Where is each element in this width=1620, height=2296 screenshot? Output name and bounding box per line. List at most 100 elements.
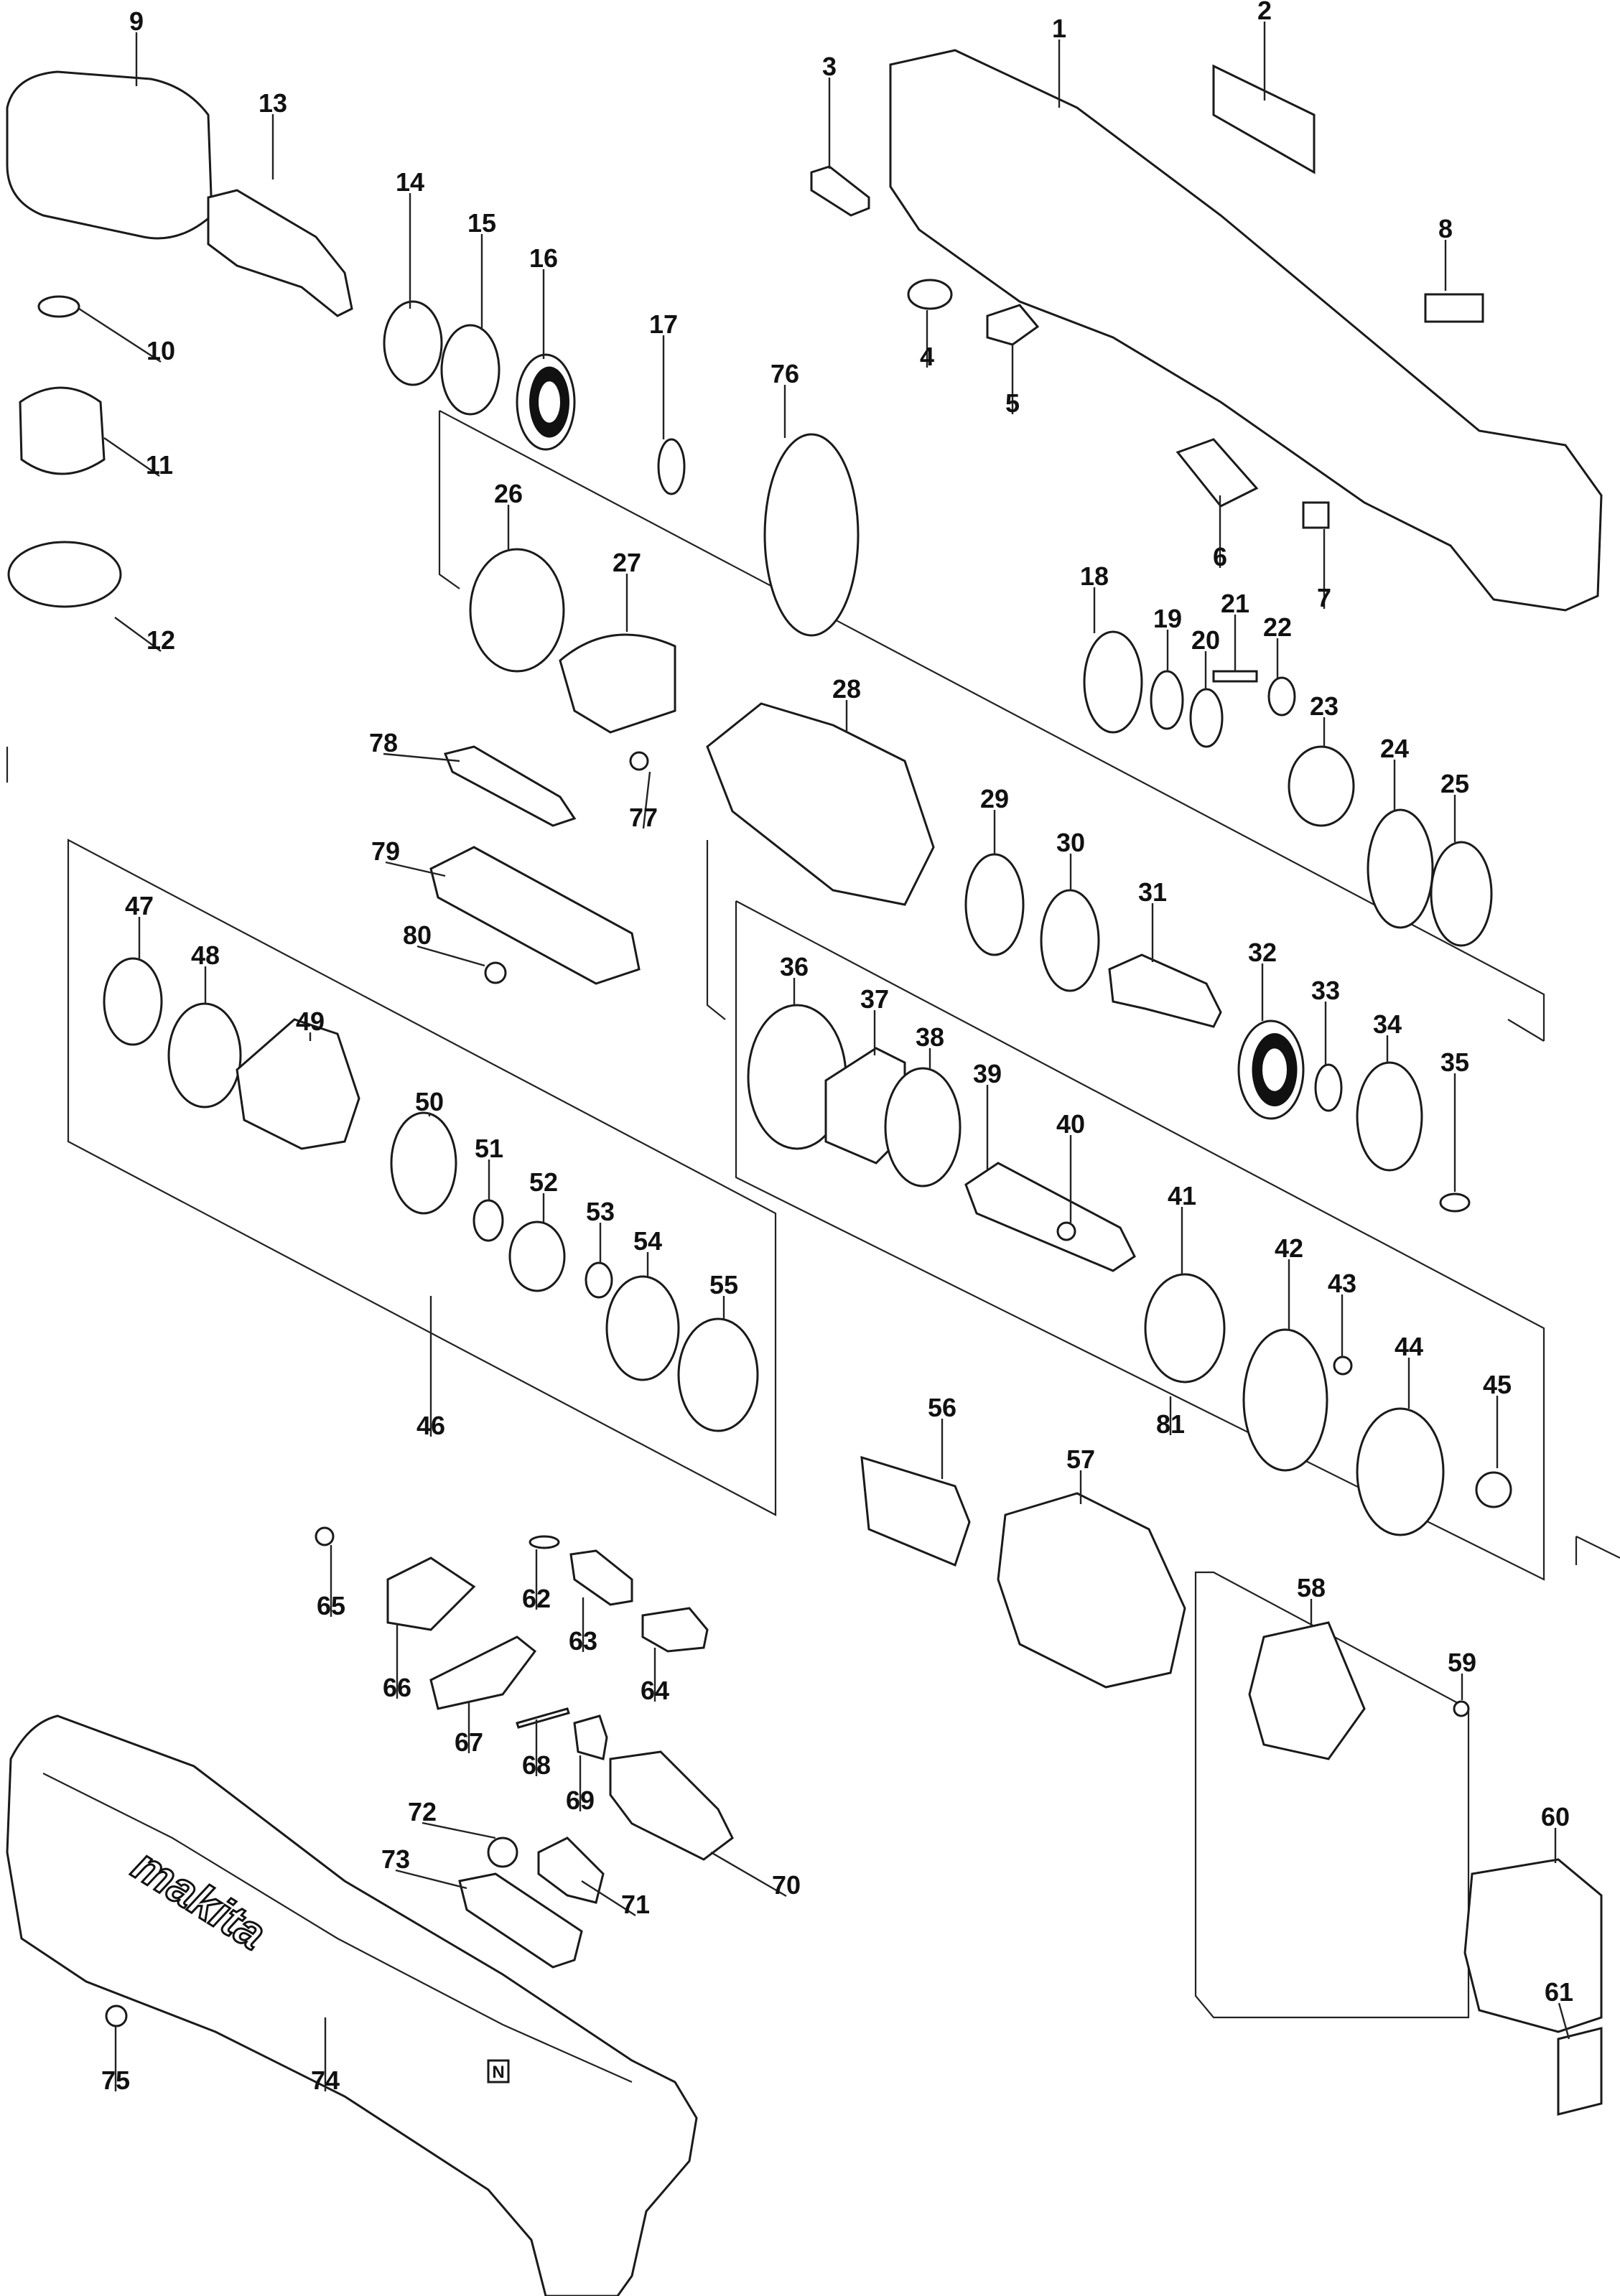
part-label-32[interactable]: 32 — [1248, 938, 1277, 967]
part-label-33[interactable]: 33 — [1311, 976, 1340, 1005]
part-label-68[interactable]: 68 — [522, 1750, 551, 1780]
part-label-61[interactable]: 61 — [1545, 1977, 1573, 2007]
part-39-shape — [964, 1162, 1136, 1272]
part-label-44[interactable]: 44 — [1395, 1332, 1423, 1361]
part-label-29[interactable]: 29 — [980, 784, 1009, 813]
part-label-36[interactable]: 36 — [780, 952, 809, 981]
part-32-shape — [1237, 1019, 1305, 1120]
part-52-shape — [508, 1221, 566, 1292]
part-70-shape — [609, 1750, 734, 1861]
part-label-76[interactable]: 76 — [771, 359, 799, 388]
part-label-57[interactable]: 57 — [1066, 1445, 1095, 1474]
part-label-65[interactable]: 65 — [317, 1591, 345, 1620]
part-45-shape — [1475, 1471, 1512, 1508]
part-55-shape — [677, 1317, 759, 1432]
part-label-67[interactable]: 67 — [455, 1727, 483, 1757]
part-61-shape — [1557, 2027, 1603, 2116]
part-label-16[interactable]: 16 — [529, 243, 558, 273]
part-label-43[interactable]: 43 — [1328, 1269, 1356, 1298]
part-label-15[interactable]: 15 — [467, 208, 496, 238]
part-50-shape — [390, 1111, 457, 1215]
part-label-45[interactable]: 45 — [1483, 1370, 1512, 1399]
part-label-14[interactable]: 14 — [396, 167, 424, 197]
part-73-shape — [458, 1872, 583, 1969]
part-label-77[interactable]: 77 — [629, 803, 658, 832]
part-label-59[interactable]: 59 — [1448, 1648, 1476, 1677]
part-label-7[interactable]: 7 — [1317, 583, 1331, 612]
part-label-2[interactable]: 2 — [1257, 0, 1272, 25]
part-label-47[interactable]: 47 — [125, 891, 154, 920]
part-label-56[interactable]: 56 — [928, 1393, 956, 1422]
part-label-5[interactable]: 5 — [1005, 388, 1020, 418]
part-label-24[interactable]: 24 — [1380, 734, 1409, 763]
part-label-64[interactable]: 64 — [641, 1676, 669, 1705]
part-label-18[interactable]: 18 — [1080, 561, 1109, 591]
part-label-78[interactable]: 78 — [369, 728, 398, 757]
part-label-52[interactable]: 52 — [529, 1167, 558, 1197]
part-label-19[interactable]: 19 — [1153, 604, 1182, 633]
part-label-71[interactable]: 71 — [621, 1890, 650, 1919]
part-label-70[interactable]: 70 — [772, 1870, 801, 1900]
part-72-shape — [487, 1837, 518, 1868]
part-label-38[interactable]: 38 — [916, 1022, 944, 1052]
part-label-34[interactable]: 34 — [1373, 1009, 1402, 1039]
part-label-3[interactable]: 3 — [822, 52, 837, 81]
part-label-11[interactable]: 11 — [146, 450, 173, 480]
part-label-13[interactable]: 13 — [259, 88, 287, 118]
part-label-31[interactable]: 31 — [1138, 877, 1167, 907]
part-label-4[interactable]: 4 — [920, 342, 934, 371]
part-label-49[interactable]: 49 — [296, 1007, 325, 1036]
part-label-20[interactable]: 20 — [1191, 625, 1220, 655]
part-label-53[interactable]: 53 — [586, 1197, 615, 1226]
part-1-shape — [889, 49, 1603, 612]
part-label-41[interactable]: 41 — [1168, 1181, 1196, 1210]
leader-line-61 — [1558, 2002, 1570, 2040]
part-label-55[interactable]: 55 — [709, 1270, 738, 1299]
part-label-22[interactable]: 22 — [1263, 612, 1292, 642]
part-label-46[interactable]: 46 — [416, 1411, 445, 1440]
leader-line-70 — [710, 1851, 787, 1898]
part-label-35[interactable]: 35 — [1440, 1047, 1469, 1077]
part-label-81[interactable]: 81 — [1156, 1409, 1185, 1439]
part-label-54[interactable]: 54 — [633, 1226, 662, 1256]
part-label-79[interactable]: 79 — [371, 836, 400, 866]
part-label-40[interactable]: 40 — [1056, 1109, 1085, 1139]
part-label-21[interactable]: 21 — [1221, 589, 1249, 618]
part-label-73[interactable]: 73 — [381, 1844, 410, 1874]
part-label-74[interactable]: 74 — [311, 2066, 340, 2095]
part-label-12[interactable]: 12 — [146, 625, 175, 655]
part-label-27[interactable]: 27 — [613, 548, 641, 577]
part-label-26[interactable]: 26 — [494, 479, 523, 508]
part-label-62[interactable]: 62 — [522, 1584, 551, 1613]
part-label-63[interactable]: 63 — [569, 1626, 597, 1656]
part-label-8[interactable]: 8 — [1438, 214, 1453, 243]
part-label-66[interactable]: 66 — [383, 1673, 411, 1702]
part-label-75[interactable]: 75 — [101, 2066, 130, 2095]
part-label-28[interactable]: 28 — [832, 674, 861, 704]
part-label-23[interactable]: 23 — [1310, 691, 1339, 721]
leader-line-11 — [103, 437, 160, 477]
part-label-58[interactable]: 58 — [1297, 1573, 1326, 1602]
part-label-69[interactable]: 69 — [566, 1786, 595, 1815]
part-label-10[interactable]: 10 — [146, 336, 175, 365]
part-label-72[interactable]: 72 — [408, 1797, 437, 1826]
part-label-17[interactable]: 17 — [649, 309, 678, 339]
part-label-60[interactable]: 60 — [1541, 1802, 1570, 1831]
part-label-9[interactable]: 9 — [129, 6, 144, 36]
part-label-39[interactable]: 39 — [973, 1059, 1002, 1088]
part-label-42[interactable]: 42 — [1275, 1233, 1303, 1263]
part-27-shape — [559, 633, 676, 734]
part-59-shape — [1453, 1700, 1470, 1717]
part-label-1[interactable]: 1 — [1052, 14, 1066, 43]
part-label-37[interactable]: 37 — [860, 984, 889, 1014]
part-label-48[interactable]: 48 — [191, 941, 220, 970]
part-label-6[interactable]: 6 — [1213, 542, 1227, 571]
part-label-51[interactable]: 51 — [475, 1134, 503, 1163]
part-label-50[interactable]: 50 — [415, 1087, 444, 1116]
part-41-shape — [1144, 1273, 1226, 1383]
part-label-25[interactable]: 25 — [1440, 769, 1469, 798]
part-33-shape — [1314, 1063, 1343, 1112]
part-65-shape — [315, 1526, 335, 1546]
part-label-80[interactable]: 80 — [403, 920, 432, 950]
part-label-30[interactable]: 30 — [1056, 828, 1085, 857]
